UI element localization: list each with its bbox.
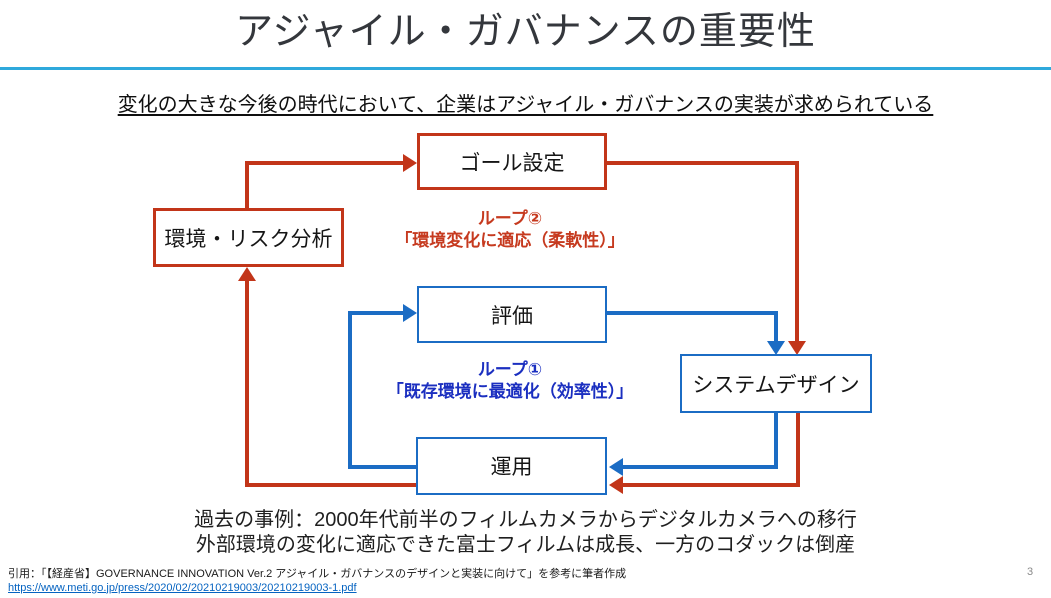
loop2-arrowhead-into-operation [609, 476, 623, 494]
loop1-line-to-eval [348, 311, 403, 315]
loop1-line-to-operation [623, 465, 778, 469]
loop1-label: ループ① 「既存環境に最適化（効率性）」 [335, 359, 685, 403]
footer: 引用：「【経産省】GOVERNANCE INNOVATION Ver.2 アジャ… [8, 568, 626, 595]
loop2-line-to-operation [623, 483, 800, 487]
node-env-risk-analysis: 環境・リスク分析 [153, 208, 344, 267]
loop1-arrowhead-into-operation [609, 458, 623, 476]
slide-title: アジャイル・ガバナンスの重要性 [235, 11, 816, 53]
node-goal-setting: ゴール設定 [417, 133, 607, 190]
loop2-line-goal-right [607, 161, 799, 165]
loop2-line-design-down [796, 413, 800, 487]
loop1-line-up [348, 311, 352, 469]
loop1-label-title: ループ① [477, 360, 543, 379]
loop1-line-design-down [774, 413, 778, 469]
loop2-line-down-to-design [795, 161, 799, 341]
footer-link[interactable]: https://www.meti.go.jp/press/2020/02/202… [8, 581, 357, 594]
loop2-arrowhead-into-design [788, 341, 806, 355]
loop1-arrowhead-into-eval [403, 304, 417, 322]
lead-statement: 変化の大きな今後の時代において、企業はアジャイル・ガバナンスの実装が求められてい… [117, 94, 934, 116]
node-evaluation: 評価 [417, 286, 607, 343]
case-note: 過去の事例：2000年代前半のフィルムカメラからデジタルカメラへの移行 外部環境… [0, 508, 1051, 558]
loop2-label-caption: 「環境変化に適応（柔軟性）」 [395, 231, 625, 250]
loop2-arrowhead-into-env [238, 267, 256, 281]
node-operation: 運用 [416, 437, 607, 495]
page-number: 3 [1026, 566, 1034, 578]
loop2-arrowhead-into-goal [403, 154, 417, 172]
loop2-line-to-goal [245, 161, 404, 165]
loop1-line-eval-right [607, 311, 778, 315]
loop1-arrowhead-into-design [767, 341, 785, 355]
loop2-label-title: ループ② [477, 209, 543, 228]
loop1-label-caption: 「既存環境に最適化（効率性）」 [386, 382, 634, 401]
header-rule [0, 67, 1051, 70]
loop2-line-operation-left [245, 483, 416, 487]
case-note-line2: 外部環境の変化に適応できた富士フィルムは成長、一方のコダックは倒産 [195, 534, 856, 556]
loop2-label: ループ② 「環境変化に適応（柔軟性）」 [335, 208, 685, 252]
loop2-line-up-to-env [245, 281, 249, 487]
footer-citation: 引用：「【経産省】GOVERNANCE INNOVATION Ver.2 アジャ… [8, 568, 627, 580]
case-note-line1: 過去の事例：2000年代前半のフィルムカメラからデジタルカメラへの移行 [194, 509, 857, 531]
loop1-line-operation-left [348, 465, 416, 469]
loop1-line-down-to-design [774, 311, 778, 341]
loop2-line-env-up [245, 161, 249, 208]
node-system-design: システムデザイン [680, 354, 872, 413]
